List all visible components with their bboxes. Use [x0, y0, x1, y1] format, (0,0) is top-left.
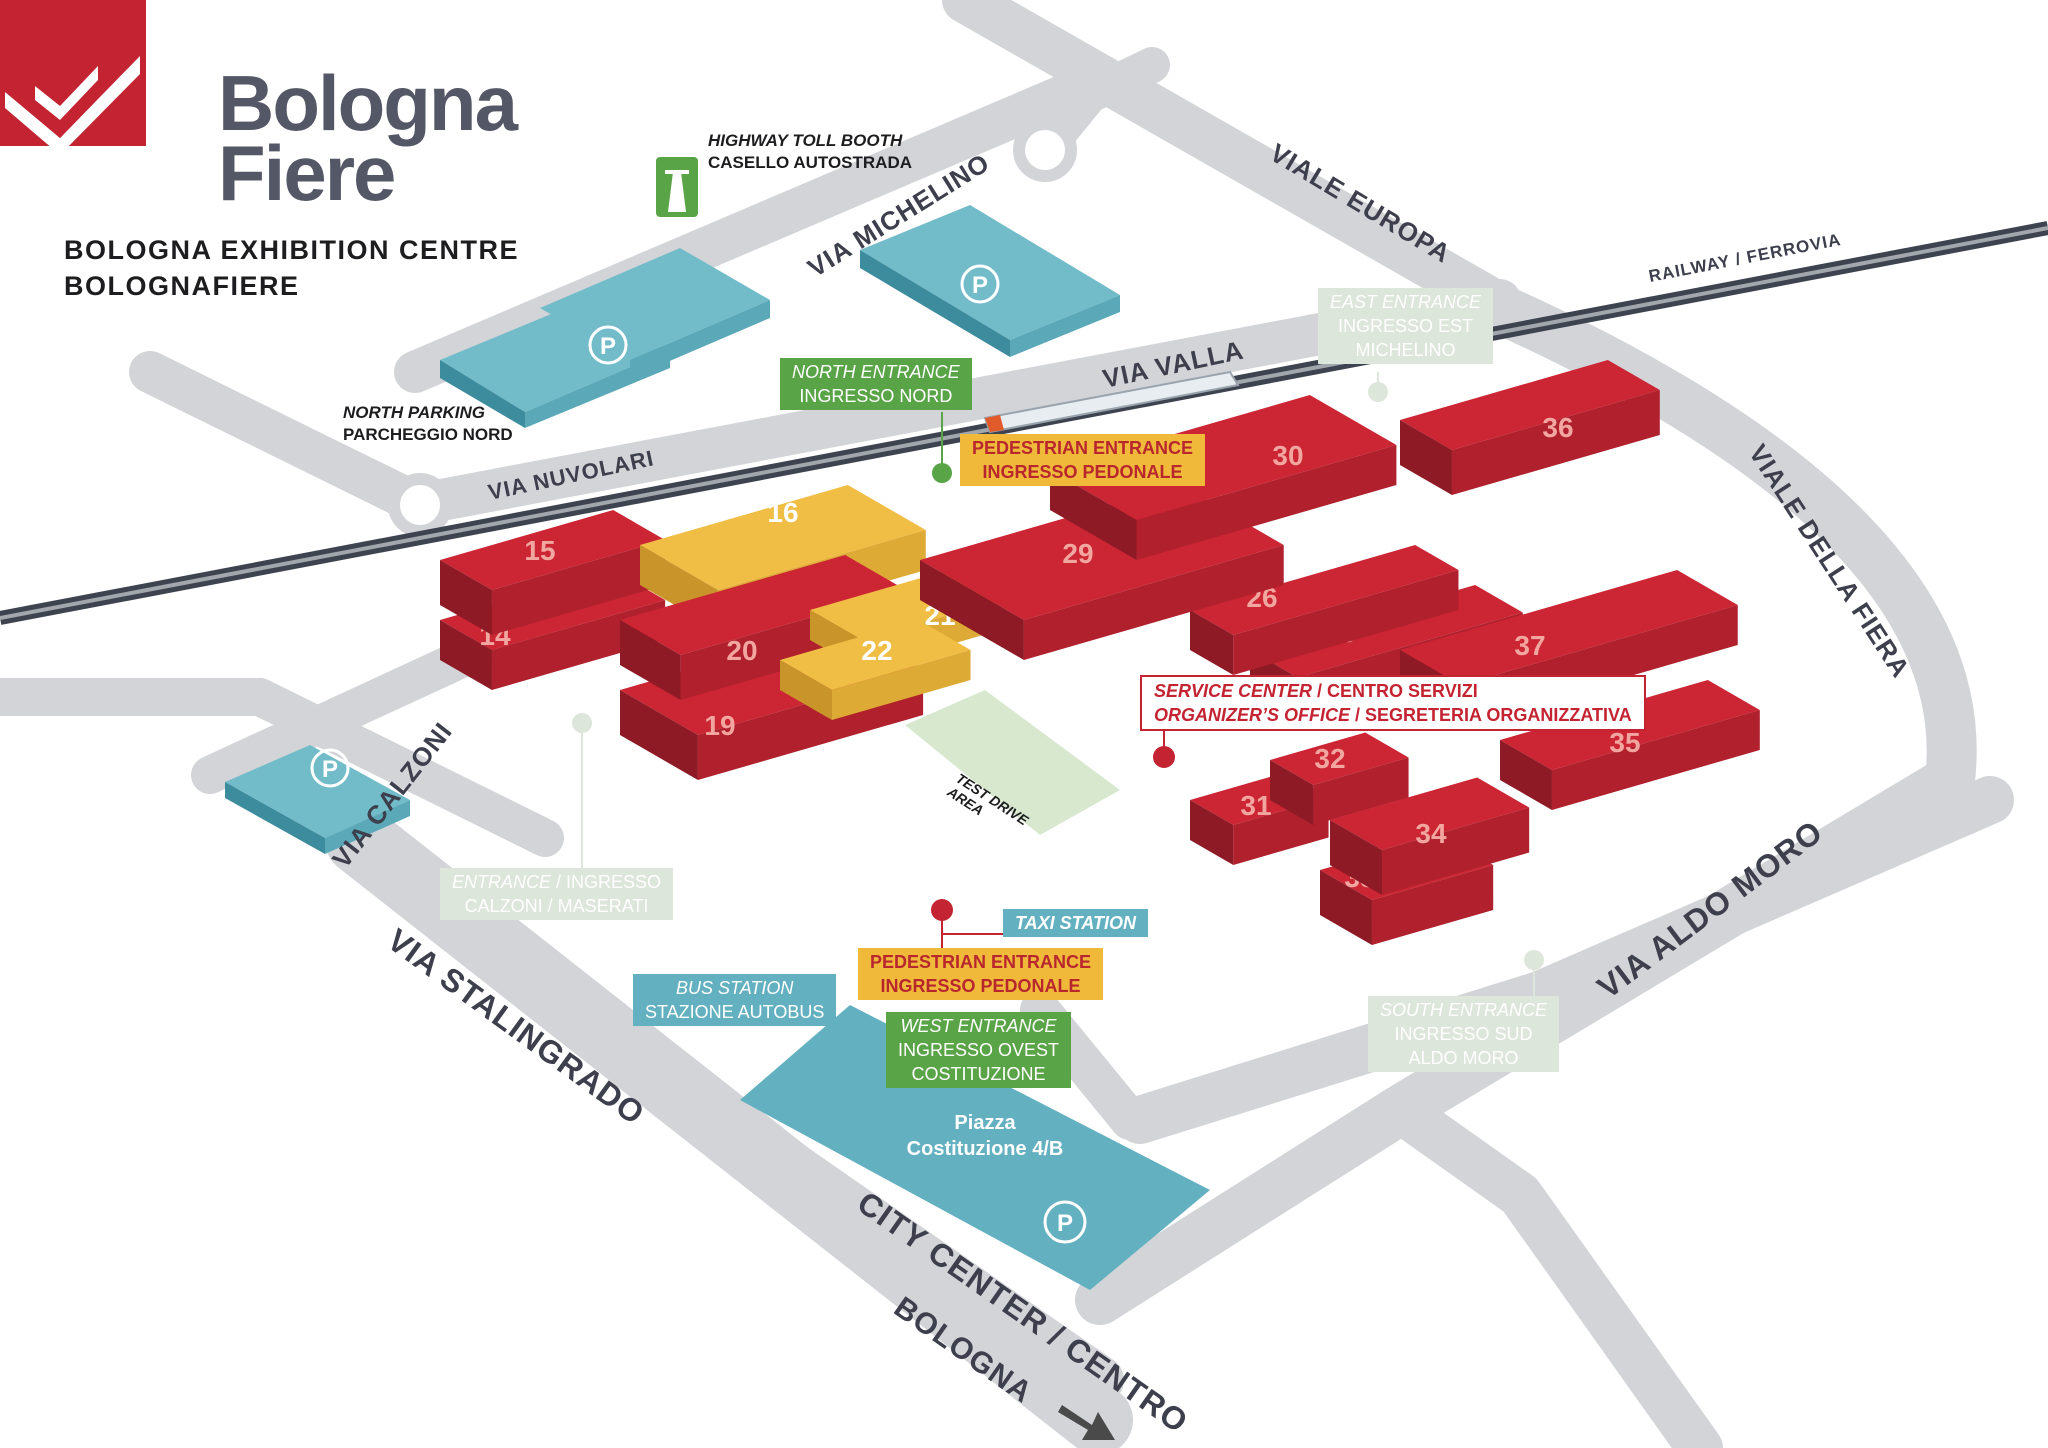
hall-number: 30: [1272, 440, 1303, 471]
parking-icon: P: [310, 748, 350, 788]
hall-number: 29: [1062, 538, 1093, 569]
hall-number: 20: [726, 635, 757, 666]
north-parking-label: NORTH PARKING PARCHEGGIO NORD: [343, 403, 513, 444]
parking-icon: P: [1043, 1200, 1087, 1244]
parking-calzoni: [225, 745, 410, 854]
hall-number: 15: [524, 535, 555, 566]
hall-number: 37: [1514, 630, 1545, 661]
west-entrance-label[interactable]: WEST ENTRANCE INGRESSO OVEST COSTITUZION…: [886, 1012, 1072, 1088]
parking-icons: P P P P: [310, 264, 1087, 1244]
brand-line2: Fiere: [218, 129, 396, 217]
train-icon: [983, 370, 1240, 434]
svg-text:P: P: [972, 272, 988, 299]
east-entrance-label[interactable]: EAST ENTRANCE INGRESSO EST MICHELINO: [1318, 288, 1494, 364]
marker-south-entrance: [1524, 950, 1544, 970]
hall-34[interactable]: 34: [1330, 777, 1530, 896]
hall-32[interactable]: 32: [1270, 732, 1409, 826]
roundabout-west: [388, 473, 452, 537]
roundabout-north: [1013, 118, 1077, 182]
bolognafiere-logo-icon: [0, 0, 146, 150]
svg-text:P: P: [600, 333, 616, 360]
road-via-aldo-moro: [1116, 776, 2014, 1144]
parking-icon: P: [960, 264, 1000, 304]
hall-number: 31: [1240, 790, 1271, 821]
marker-service-center: [1153, 746, 1175, 768]
road-via-stalingrado-2: [616, 1036, 1124, 1404]
highway-icon: [656, 157, 698, 217]
svg-text:P: P: [1057, 1210, 1073, 1237]
hall-30[interactable]: 30: [1050, 395, 1397, 560]
hall-number: 35: [1609, 727, 1640, 758]
parking-icon: P: [588, 325, 628, 365]
marker-west-entrance: [931, 899, 953, 921]
hall-26[interactable]: 26: [1190, 545, 1459, 675]
hall-15[interactable]: 15: [440, 510, 666, 635]
hall-number: 16: [767, 497, 798, 528]
hall-number: 19: [704, 710, 735, 741]
halls-group: 141516192021222526293031323334353637: [440, 360, 1760, 945]
calzoni-entrance-label[interactable]: ENTRANCE / INGRESSO CALZONI / MASERATI: [440, 868, 674, 920]
service-center-label[interactable]: SERVICE CENTER / CENTRO SERVIZI ORGANIZE…: [1140, 675, 1646, 731]
test-drive-area: [905, 690, 1120, 835]
road-south-east: [1377, 1087, 1723, 1448]
hall-36[interactable]: 36: [1400, 360, 1660, 495]
hall-number: 22: [861, 635, 892, 666]
highway-toll-label: HIGHWAY TOLL BOOTH CASELLO AUTOSTRADA: [708, 131, 912, 172]
parking-north: [440, 248, 770, 428]
subtitle-line1: BOLOGNA EXHIBITION CENTRE: [64, 235, 520, 265]
piazza-costituzione-label: Piazza Costituzione 4/B: [906, 1112, 1064, 1160]
brand-wordmark: Bologna Fiere: [218, 59, 518, 217]
brand-line1: Bologna: [218, 59, 518, 147]
road-viale-europa: [942, 0, 1513, 323]
pedestrian-entrance-west-label[interactable]: PEDESTRIAN ENTRANCE INGRESSO PEDONALE: [858, 948, 1104, 1000]
page-title: BOLOGNA EXHIBITION CENTRE BOLOGNAFIERE: [64, 232, 519, 304]
hall-number: 34: [1415, 818, 1447, 849]
hall-number: 36: [1542, 412, 1573, 443]
marker-calzoni-entrance: [572, 713, 592, 733]
south-entrance-label[interactable]: SOUTH ENTRANCE INGRESSO SUD ALDO MORO: [1368, 996, 1560, 1072]
bus-station-label[interactable]: BUS STATION STAZIONE AUTOBUS: [633, 974, 837, 1026]
road-west-vertical: [0, 678, 564, 857]
road-north-west: [129, 351, 441, 526]
marker-east-entrance: [1368, 382, 1388, 402]
subtitle-line2: BOLOGNAFIERE: [64, 271, 300, 301]
marker-north-entrance: [932, 463, 952, 483]
hall-number: 32: [1314, 743, 1345, 774]
hall-22[interactable]: 22: [780, 620, 971, 720]
pedestrian-entrance-north-label[interactable]: PEDESTRIAN ENTRANCE INGRESSO PEDONALE: [960, 434, 1206, 486]
taxi-station-label[interactable]: TAXI STATION: [1003, 909, 1148, 937]
arrow-right-icon: [1058, 1405, 1115, 1440]
north-entrance-label[interactable]: NORTH ENTRANCE INGRESSO NORD: [780, 358, 972, 410]
svg-text:P: P: [322, 756, 338, 783]
parking-michelino: [860, 205, 1120, 357]
parking-piazza-costituzione: [740, 1005, 1210, 1290]
